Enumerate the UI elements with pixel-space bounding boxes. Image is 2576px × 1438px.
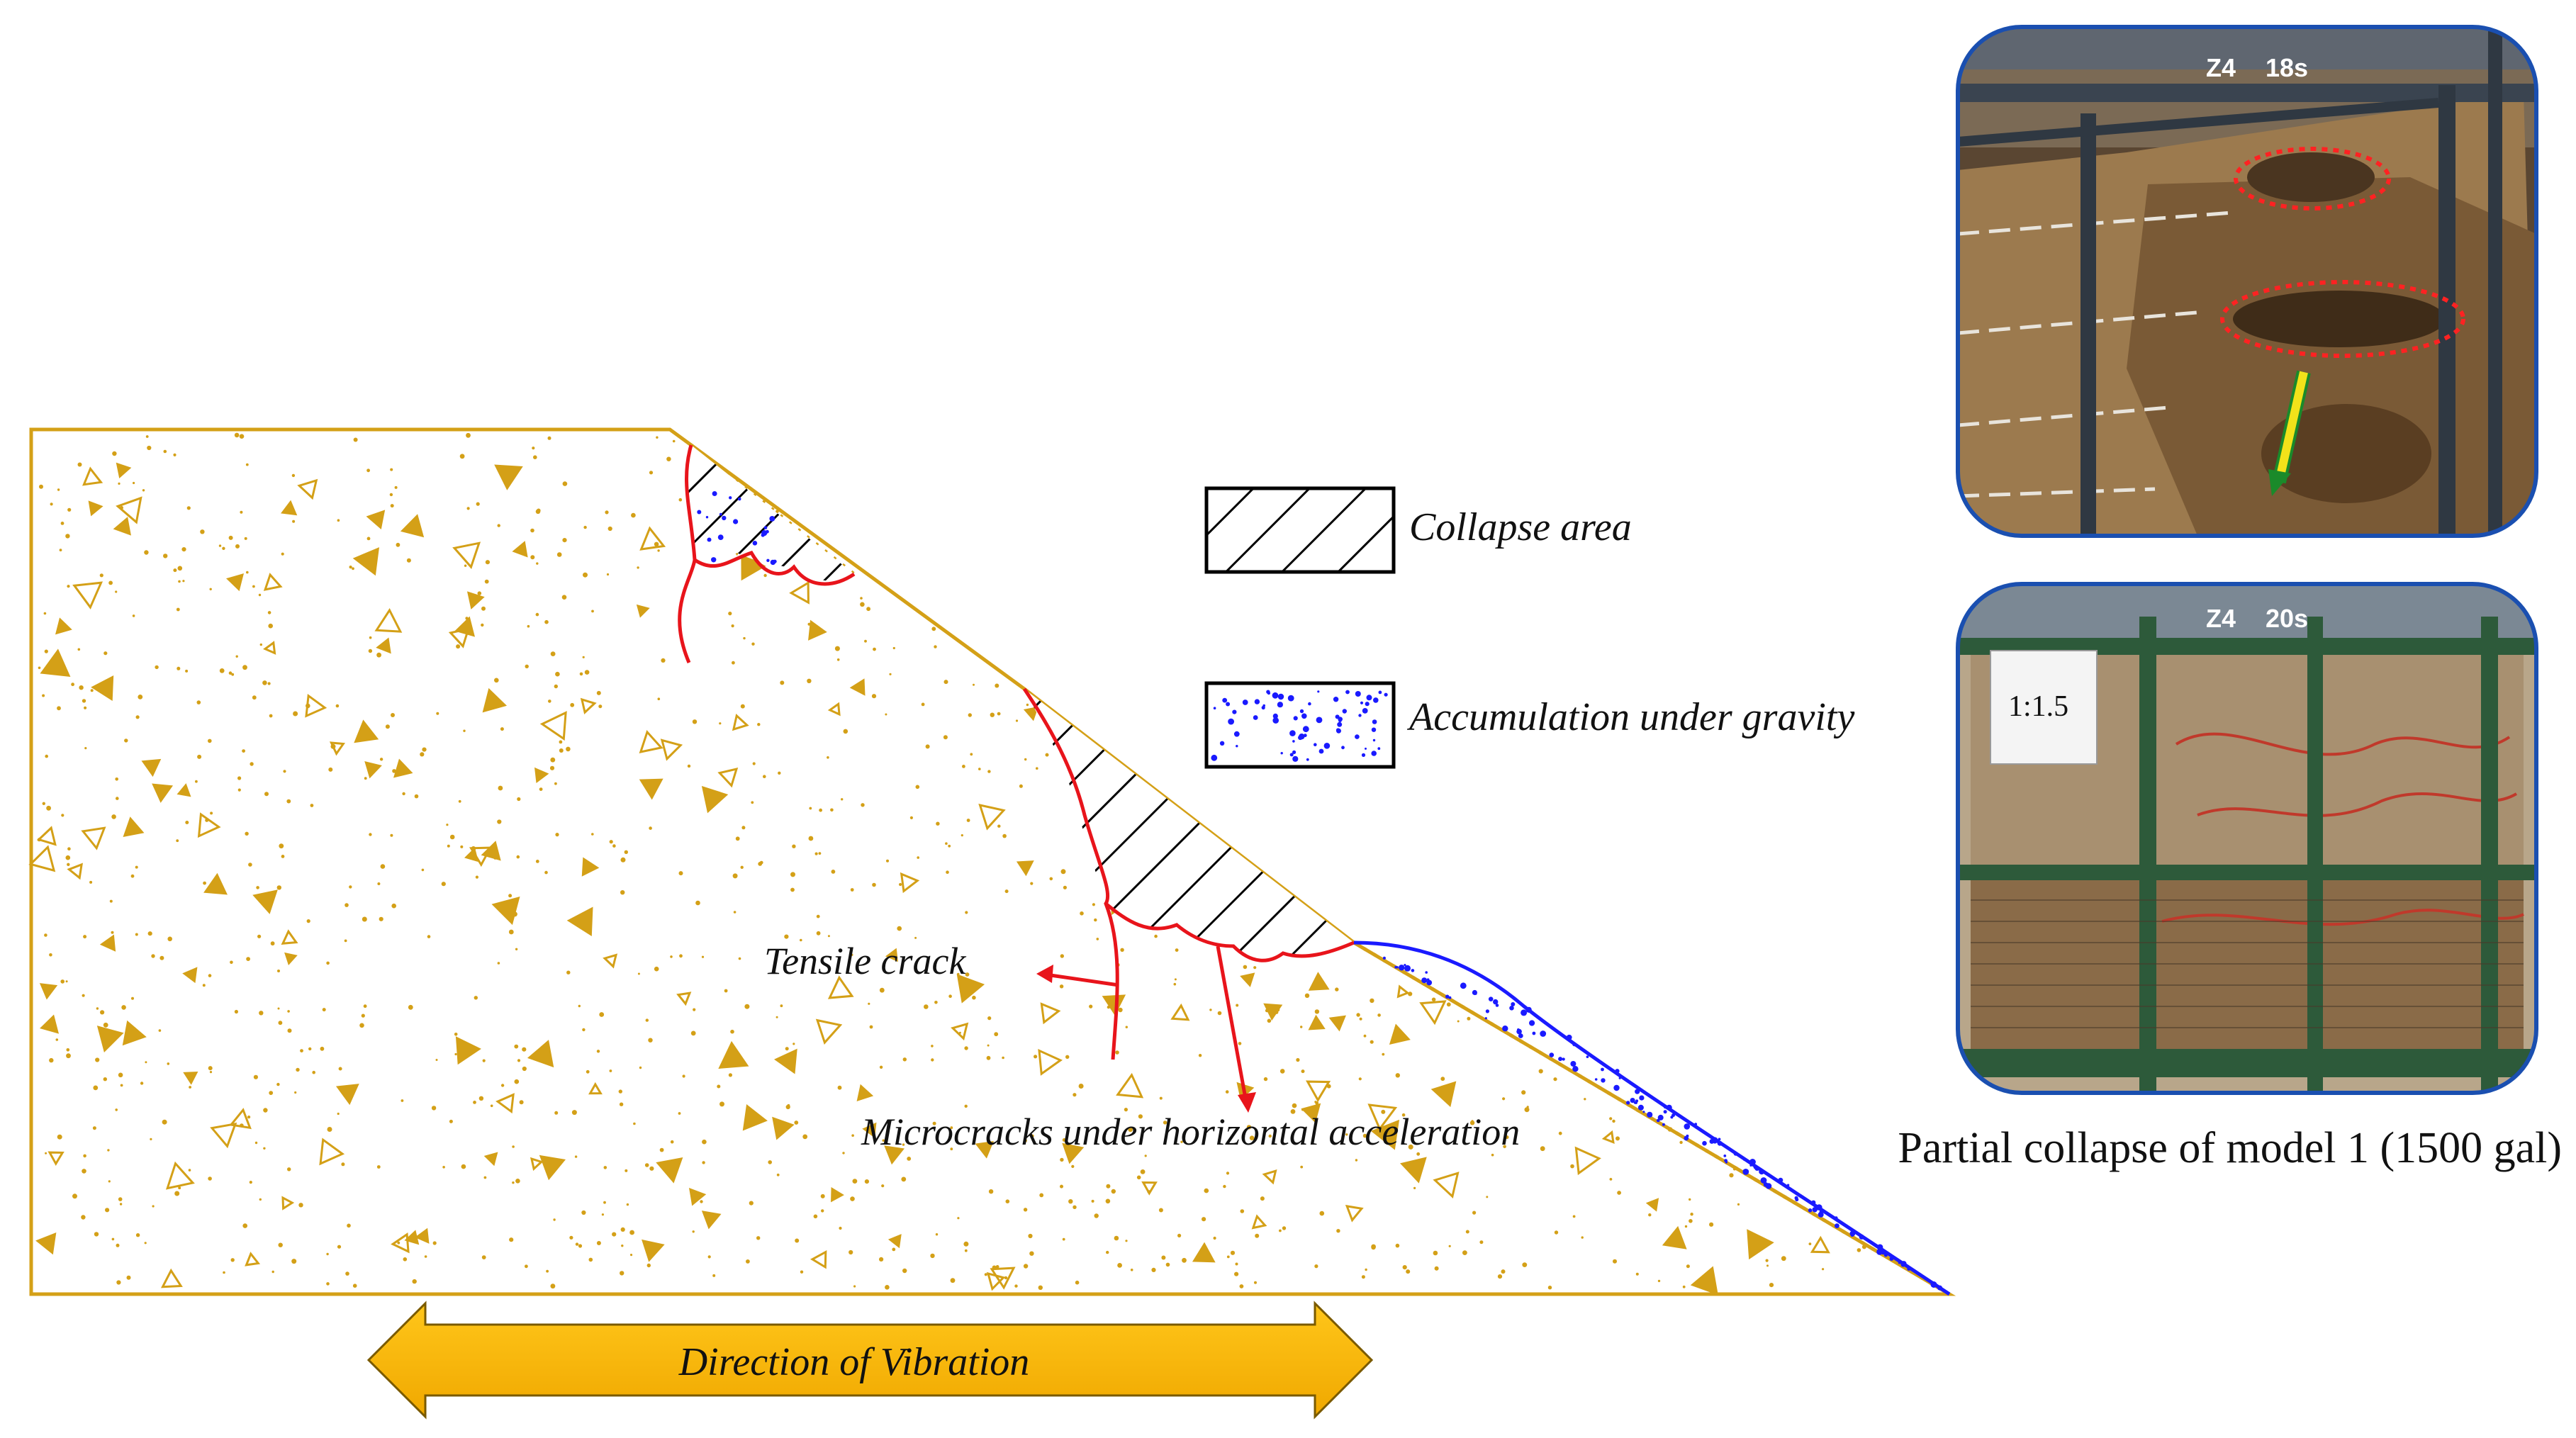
double-arrow-shape	[366, 1301, 1374, 1420]
legend-collapse-swatch	[1204, 486, 1396, 574]
legend: Collapse area Accumulation under gravity	[1204, 486, 1854, 769]
main-collapse-zone	[1022, 687, 1355, 1060]
top-camera-label: Z4	[2206, 53, 2236, 82]
upper-collapse-zone	[678, 444, 856, 663]
bottom-camera-label: Z4	[2206, 604, 2236, 633]
slope-model	[28, 427, 1956, 1296]
microcrack-arrow	[1216, 945, 1256, 1113]
legend-accumulation-dots	[1211, 690, 1388, 762]
photo-top: Z4 18s	[1956, 25, 2538, 538]
upper-crack-bottom	[693, 550, 856, 586]
tensile-crack-label: Tensile crack	[764, 940, 966, 982]
photo-caption: Partial collapse of model 1 (1500 gal)	[1898, 1124, 2562, 1172]
vibration-label: Direction of Vibration	[678, 1340, 1030, 1384]
accumulation-zone	[1353, 940, 1951, 1296]
main-crack-bottom	[1104, 902, 1355, 962]
slope-ratio-text: 1:1.5	[2008, 690, 2068, 723]
legend-collapse-label: Collapse area	[1409, 505, 1632, 549]
top-time-label: 18s	[2266, 53, 2308, 82]
bottom-time-label: 20s	[2266, 604, 2308, 633]
original-surface-line	[1353, 940, 1951, 1296]
vibration-arrow: Direction of Vibration	[366, 1301, 1374, 1420]
slope-ratio-sign	[1990, 650, 2098, 765]
slope-outline	[29, 427, 1956, 1296]
legend-accumulation-swatch	[1204, 681, 1396, 769]
legend-accumulation-label: Accumulation under gravity	[1406, 695, 1854, 739]
microcracks-label: Microcracks under horizontal acceleratio…	[861, 1111, 1520, 1153]
upper-accumulation-dots	[697, 491, 777, 566]
tensile-crack-arrow	[1036, 965, 1119, 987]
photo-bottom: 1:1.5 Z4 20s	[1956, 582, 2538, 1095]
main-tensile-crack	[1022, 687, 1119, 1060]
accumulation-dots	[1382, 956, 1942, 1291]
